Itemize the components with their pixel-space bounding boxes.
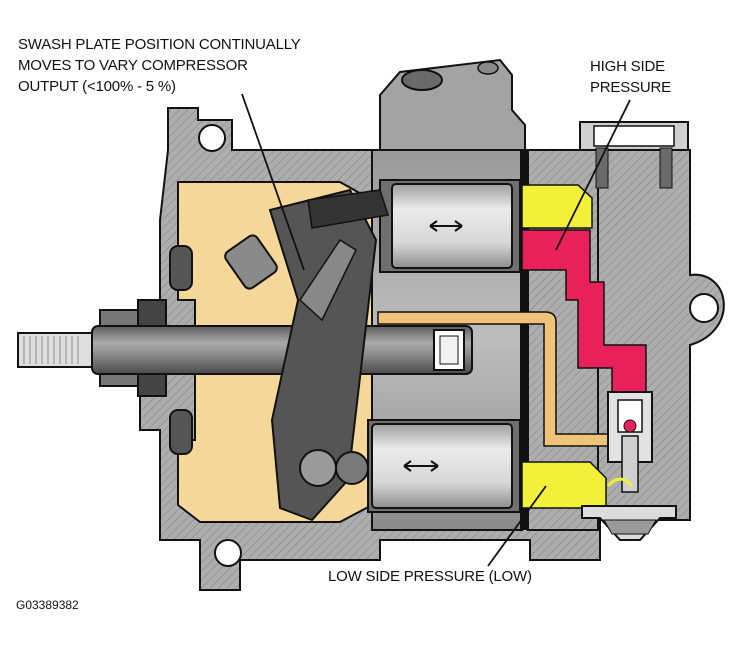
high-side-label-line-1: HIGH SIDE [590, 58, 665, 75]
swash-plate-label-line-2: MOVES TO VARY COMPRESSOR [18, 57, 248, 74]
low-side-pressure-label: LOW SIDE PRESSURE (LOW) [328, 566, 532, 587]
drive-shaft [17, 325, 473, 375]
figure-code: G03389382 [16, 598, 79, 612]
low-side-leader-line [487, 485, 547, 567]
upper-piston [391, 183, 513, 269]
swash-plate-label-line-3: OUTPUT (<100% - 5 %) [18, 78, 176, 95]
mounting-boss [379, 58, 526, 151]
low-side-label-text: LOW SIDE PRESSURE (LOW) [328, 568, 532, 585]
high-side-chamber [521, 184, 593, 229]
lower-piston [371, 423, 513, 509]
swash-plate-label: SWASH PLATE POSITION CONTINUALLY MOVES T… [18, 34, 301, 97]
swash-plate-leader-line [241, 93, 305, 271]
high-side-leader-line [555, 99, 631, 251]
control-valve [581, 391, 677, 541]
valve-plate [520, 150, 528, 530]
swash-plate-label-line-1: SWASH PLATE POSITION CONTINUALLY [18, 36, 301, 53]
high-side-label-line-2: PRESSURE [590, 79, 671, 96]
low-side-chamber [521, 461, 607, 509]
swash-plate [224, 188, 389, 522]
low-pressure-passage [377, 311, 613, 447]
high-side-pressure-label: HIGH SIDE PRESSURE [590, 56, 671, 98]
